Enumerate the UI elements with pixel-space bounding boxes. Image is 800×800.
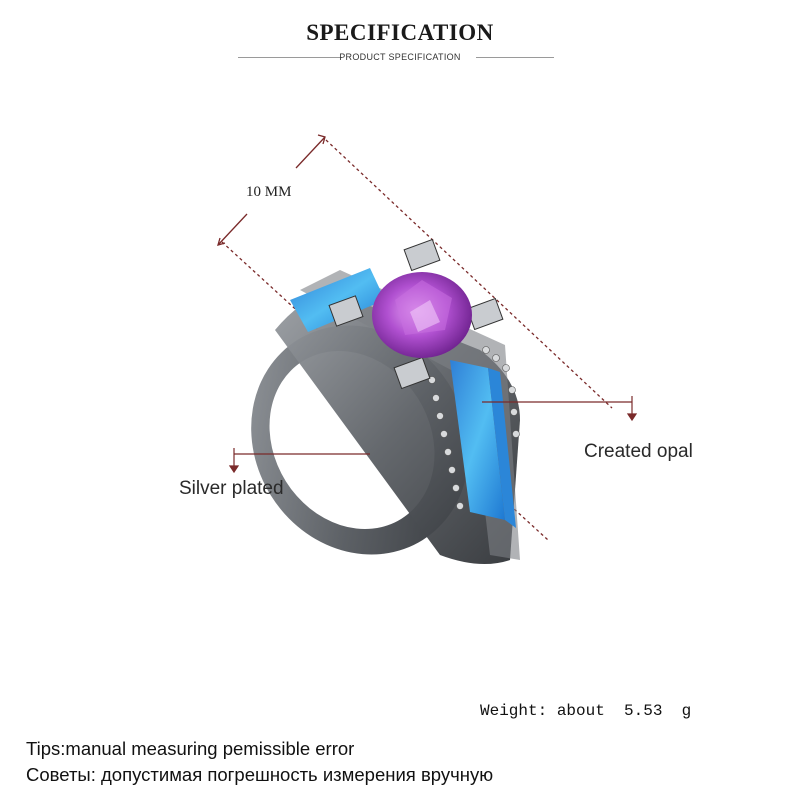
- opal-inlays: [290, 268, 516, 528]
- amethyst-gem: [372, 272, 472, 358]
- subtitle-rule-left: [238, 57, 342, 58]
- page-subtitle: PRODUCT SPECIFICATION: [339, 52, 461, 62]
- size-label: 10 MM: [246, 184, 292, 200]
- silver-label: Silver plated: [179, 478, 284, 499]
- pave-dots: [428, 346, 520, 510]
- subtitle-rule-right: [476, 57, 554, 58]
- weight-label: Weight:: [480, 702, 548, 720]
- setting-prongs: [328, 238, 504, 390]
- callout-leaders: [228, 396, 638, 474]
- opal-label: Created opal: [584, 441, 693, 462]
- weight-info: Weight: about 5.53 g: [480, 702, 691, 720]
- weight-value: about 5.53 g: [556, 702, 692, 720]
- tips-russian: Советы: допустимая погрешность измерения…: [26, 764, 494, 785]
- tips-english: Tips:manual measuring pemissible error: [26, 738, 355, 759]
- page-title: SPECIFICATION: [306, 20, 494, 45]
